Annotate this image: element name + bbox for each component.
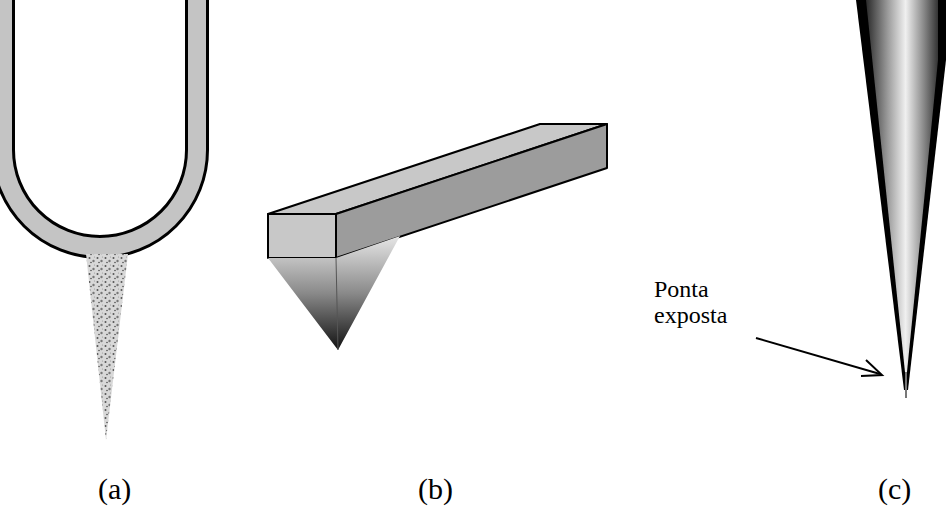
figure-label: (c)	[878, 472, 938, 505]
leader-arrow	[756, 338, 882, 376]
callout-label: Ponta exposta	[654, 276, 766, 329]
cantilever	[268, 124, 607, 350]
etched-tip	[86, 254, 128, 440]
figure-label: (b)	[418, 472, 478, 505]
tuning-fork	[3, 0, 197, 247]
figure-label: (a)	[98, 472, 158, 505]
coated-tip	[856, 0, 946, 398]
